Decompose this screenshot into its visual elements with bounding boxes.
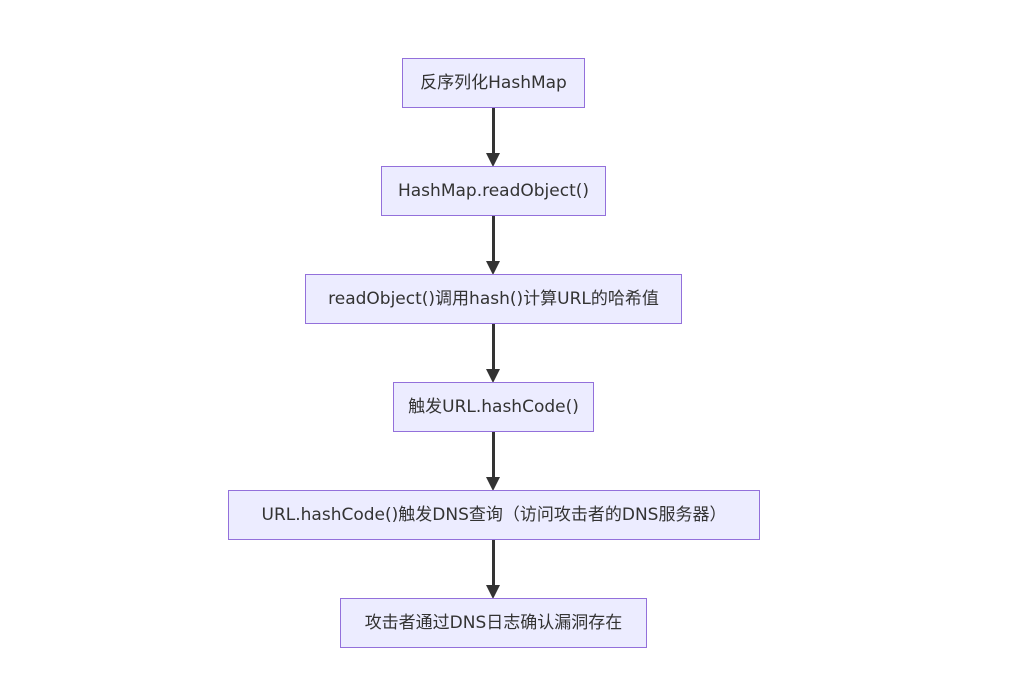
edge-n1-n2: [492, 108, 495, 154]
edge-n2-n3: [492, 216, 495, 262]
edge-n3-n4: [492, 324, 495, 370]
node-attacker-confirms: 攻击者通过DNS日志确认漏洞存在: [340, 598, 647, 648]
node-dns-query: URL.hashCode()触发DNS查询（访问攻击者的DNS服务器）: [228, 490, 760, 540]
node-trigger-url-hashcode: 触发URL.hashCode(): [393, 382, 594, 432]
node-hashmap-readobject: HashMap.readObject(): [381, 166, 606, 216]
node-readobject-calls-hash: readObject()调用hash()计算URL的哈希值: [305, 274, 682, 324]
edge-n4-n5: [492, 432, 495, 478]
arrowhead-icon: [486, 369, 500, 383]
node-deserialize-hashmap: 反序列化HashMap: [402, 58, 585, 108]
arrowhead-icon: [486, 261, 500, 275]
arrowhead-icon: [486, 153, 500, 167]
edge-n5-n6: [492, 540, 495, 586]
arrowhead-icon: [486, 477, 500, 491]
arrowhead-icon: [486, 585, 500, 599]
